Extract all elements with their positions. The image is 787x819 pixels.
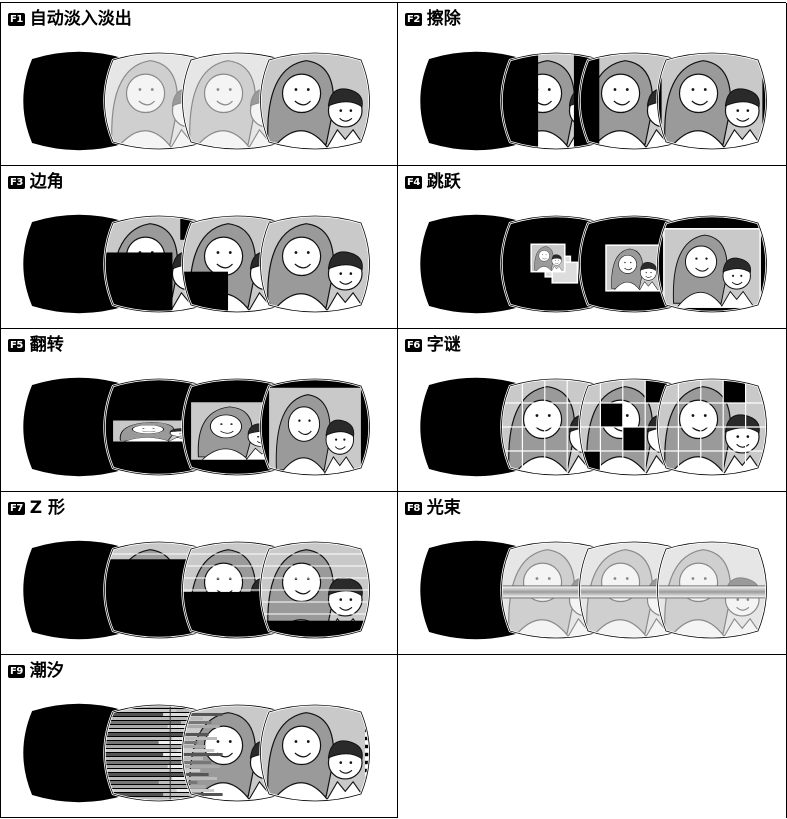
effect-title: 自动淡入淡出 [29,9,132,29]
effect-header: F4 跳跃 [405,171,461,193]
effect-cell-f8: F8 光束 [398,492,787,655]
effect-code-badge: F9 [8,664,25,678]
effect-title: Z 形 [29,498,66,518]
effect-illustration [23,51,371,151]
effect-illustration [420,51,768,151]
effect-code-badge: F3 [8,175,25,189]
effect-header: F9 潮汐 [8,660,64,682]
effect-title: 潮汐 [29,661,64,681]
effect-header: F6 字谜 [405,334,461,356]
effect-illustration [420,214,768,314]
effect-header: F2 擦除 [405,8,461,30]
effect-title: 擦除 [426,9,461,29]
effect-header: F1 自动淡入淡出 [8,8,132,30]
empty-cell [398,655,787,818]
effect-illustration [23,703,371,803]
effect-cell-f9: F9 潮汐 [1,655,398,818]
effect-title: 边角 [29,172,64,192]
effect-title: 字谜 [426,335,461,355]
effect-header: F7 Z 形 [8,497,65,519]
effect-cell-f3: F3 边角 [1,166,398,329]
effect-cell-f6: F6 字谜 [398,329,787,492]
effect-code-badge: F4 [405,175,422,189]
effect-cell-f5: F5 翻转 [1,329,398,492]
effect-cell-f7: F7 Z 形 [1,492,398,655]
effect-title: 光束 [426,498,461,518]
effect-code-badge: F6 [405,338,422,352]
effect-cell-f2: F2 擦除 [398,3,787,166]
effect-cell-f1: F1 自动淡入淡出 [1,3,398,166]
effect-header: F8 光束 [405,497,461,519]
effect-illustration [420,377,768,477]
effect-code-badge: F5 [8,338,25,352]
effect-code-badge: F2 [405,12,422,26]
effect-illustration [23,377,371,477]
effect-cell-f4: F4 跳跃 [398,166,787,329]
effect-header: F3 边角 [8,171,64,193]
effect-illustration [23,540,371,640]
effect-code-badge: F8 [405,501,422,515]
effect-illustration [23,214,371,314]
effect-title: 翻转 [29,335,64,355]
effect-code-badge: F7 [8,501,25,515]
effect-code-badge: F1 [8,12,25,26]
effect-illustration [420,540,768,640]
effect-title: 跳跃 [426,172,461,192]
effect-header: F5 翻转 [8,334,64,356]
